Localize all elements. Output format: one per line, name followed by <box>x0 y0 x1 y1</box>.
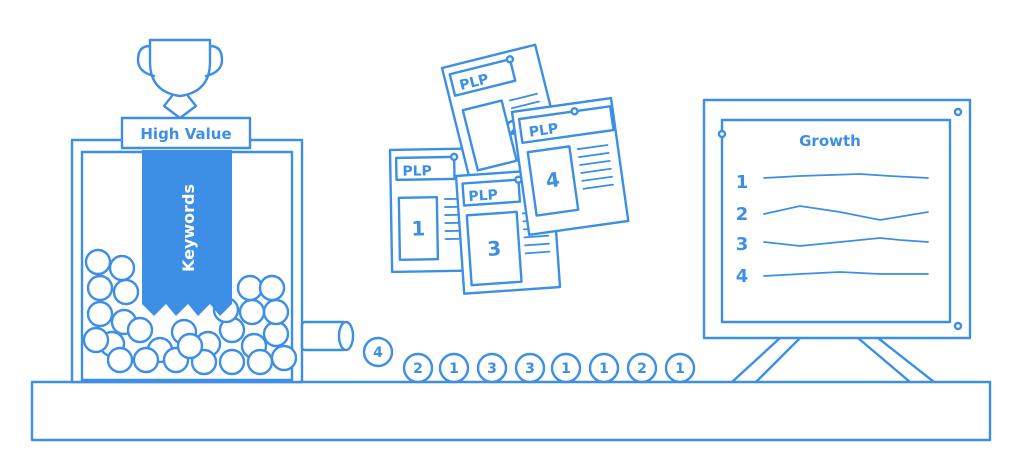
growth-line <box>763 237 929 247</box>
machine-ball <box>262 320 290 348</box>
growth-row-label: 1 <box>736 172 749 193</box>
machine-ball <box>238 298 266 326</box>
machine-ball <box>126 316 154 344</box>
growth-line <box>763 271 929 277</box>
plp-number: 3 <box>486 236 502 261</box>
conveyor-ball <box>402 352 434 384</box>
machine-ball <box>86 300 114 328</box>
machine-ball <box>86 274 114 302</box>
conveyor-ball-label: 1 <box>561 361 571 377</box>
keywords-label: Keywords <box>179 184 198 272</box>
high-value-badge: High Value <box>120 116 252 150</box>
conveyor-ball-label: 1 <box>599 361 609 377</box>
machine-ball <box>262 298 290 326</box>
conveyor-ball-label: 2 <box>413 361 423 377</box>
machine-ball <box>84 248 112 276</box>
plp-number: 4 <box>544 167 561 193</box>
machine-ball <box>108 254 136 282</box>
conveyor-ball-label: 3 <box>525 361 535 377</box>
machine-ball <box>132 346 160 374</box>
conveyor-ball <box>362 336 394 368</box>
conveyor-ball-label: 1 <box>449 361 459 377</box>
plp-header: PLP <box>458 71 490 94</box>
growth-easel-legs <box>730 336 936 384</box>
plp-header: PLP <box>402 163 432 180</box>
machine-ball <box>246 348 274 376</box>
machine-ball <box>176 332 204 360</box>
conveyor-ball-label: 2 <box>637 361 647 377</box>
growth-line <box>763 173 929 179</box>
conveyor-ball <box>514 352 546 384</box>
plp-header: PLP <box>528 121 559 141</box>
machine-ball <box>270 344 298 372</box>
conveyor-ball <box>438 352 470 384</box>
plp-header: PLP <box>468 187 498 205</box>
conveyor-ball-label: 3 <box>487 361 497 377</box>
keywords-chute: Keywords <box>142 150 232 316</box>
growth-row-label: 4 <box>736 266 749 287</box>
plp-page: PLP 4 <box>510 96 630 236</box>
conveyor-ball <box>588 352 620 384</box>
conveyor-balls: 4 2 1 3 3 1 1 2 1 <box>362 336 696 384</box>
machine-nozzle <box>300 320 355 352</box>
machine-ball <box>82 326 110 354</box>
high-value-label: High Value <box>140 125 231 143</box>
machine-ball <box>112 278 140 306</box>
trophy-icon <box>136 38 224 120</box>
machine-ball <box>218 348 246 376</box>
conveyor-belt <box>30 380 992 442</box>
growth-board: Growth 1 2 3 4 <box>702 98 972 340</box>
conveyor-ball <box>626 352 658 384</box>
conveyor-ball-label: 1 <box>675 361 685 377</box>
plp-number: 1 <box>411 216 425 240</box>
conveyor-ball-label: 4 <box>373 345 383 361</box>
growth-row-label: 2 <box>736 204 749 225</box>
conveyor-ball <box>664 352 696 384</box>
growth-line <box>763 205 929 221</box>
machine-ball <box>106 346 134 374</box>
conveyor-ball <box>550 352 582 384</box>
conveyor-ball <box>476 352 508 384</box>
machine-ball <box>258 274 286 302</box>
growth-row-label: 3 <box>736 234 749 255</box>
growth-title: Growth <box>799 132 861 150</box>
machine-ball <box>236 274 264 302</box>
